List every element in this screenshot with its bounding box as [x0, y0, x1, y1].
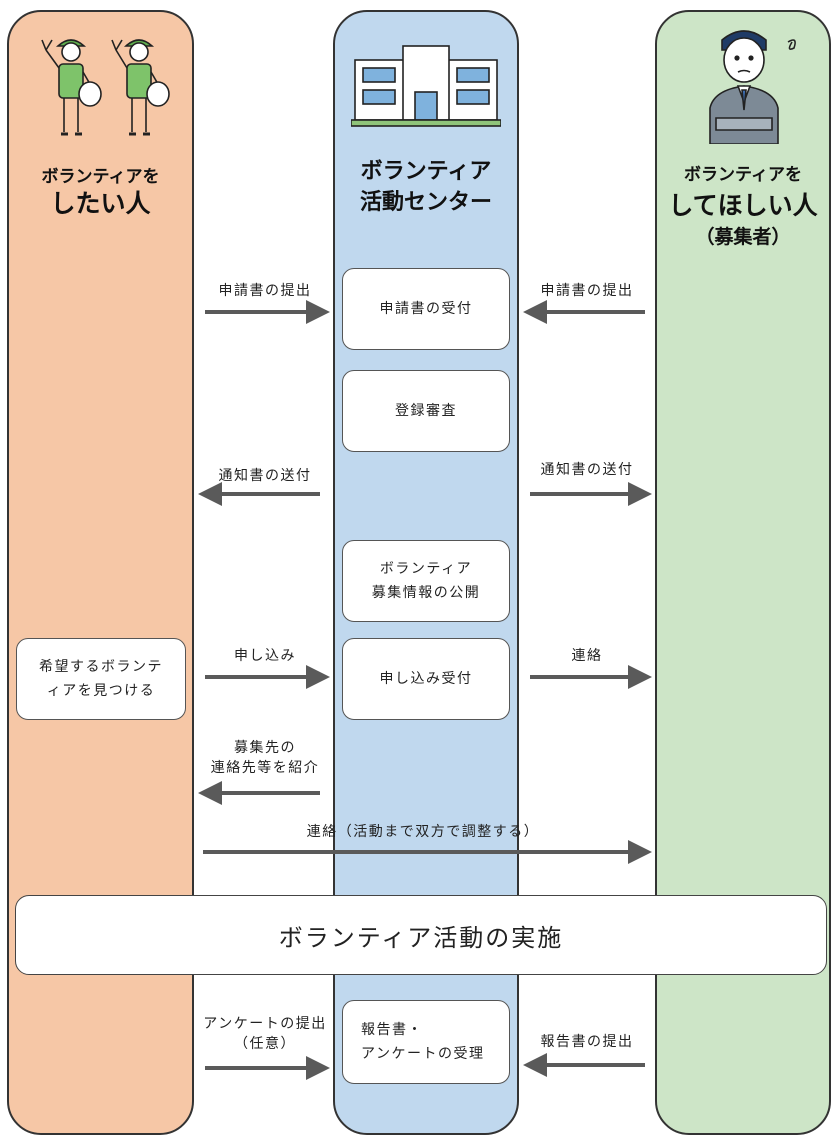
- registration-review-label: 登録審査: [395, 402, 457, 419]
- activity-banner: ボランティア活動の実施: [15, 895, 827, 975]
- label-left-application-submit: 申請書の提出: [218, 283, 312, 299]
- center-title-line1: ボランティア: [360, 159, 492, 184]
- label-survey-line1: アンケートの提出: [203, 1016, 327, 1032]
- recruitment-publish-line2: 募集情報の公開: [371, 585, 481, 601]
- label-left-notice-send: 通知書の送付: [218, 468, 312, 484]
- report-receipt-box: 報告書・ アンケートの受理: [342, 1000, 510, 1084]
- right-title-sub: （募集者）: [695, 226, 791, 248]
- center-title-line2: 活動センター: [359, 190, 492, 215]
- application-reception-label: 申請書の受付: [379, 300, 473, 317]
- left-title-main: したい人: [50, 189, 151, 218]
- label-introduce-line1: 募集先の: [234, 740, 296, 756]
- registration-review-box: 登録審査: [342, 370, 510, 452]
- recruitment-publish-box: ボランティア 募集情報の公開: [342, 540, 510, 622]
- left-title-top: ボランティアを: [41, 167, 160, 187]
- application-accept-box: 申し込み受付: [342, 638, 510, 720]
- find-volunteer-line1: 希望するボランテ: [39, 658, 163, 675]
- label-right-notice-send: 通知書の送付: [540, 462, 634, 478]
- recruitment-publish-line1: ボランティア: [379, 560, 473, 577]
- building-icon: [351, 45, 501, 127]
- application-reception-box: 申請書の受付: [342, 268, 510, 350]
- troubled-businessman-icon: [709, 30, 796, 144]
- label-apply: 申し込み: [234, 648, 296, 664]
- find-volunteer-box: 希望するボランテ ィアを見つける: [16, 638, 186, 720]
- label-survey-line2: （任意）: [234, 1036, 296, 1052]
- find-volunteer-line2: ィアを見つける: [46, 683, 156, 699]
- label-contact: 連絡: [571, 648, 603, 664]
- right-title-top: ボランティアを: [684, 165, 802, 185]
- right-title-main: してほしい人: [668, 191, 818, 220]
- application-accept-label: 申し込み受付: [379, 670, 473, 687]
- volunteer-person-icon: [41, 39, 170, 136]
- label-introduce-line2: 連絡先等を紹介: [210, 760, 320, 776]
- label-report-submit: 報告書の提出: [540, 1034, 634, 1050]
- activity-banner-label: ボランティア活動の実施: [278, 923, 564, 952]
- report-receipt-line2: アンケートの受理: [361, 1046, 485, 1062]
- report-receipt-line1: 報告書・: [361, 1021, 423, 1038]
- label-right-application-submit: 申請書の提出: [540, 283, 634, 299]
- label-contact-adjust: 連絡（活動まで双方で調整する）: [306, 824, 540, 840]
